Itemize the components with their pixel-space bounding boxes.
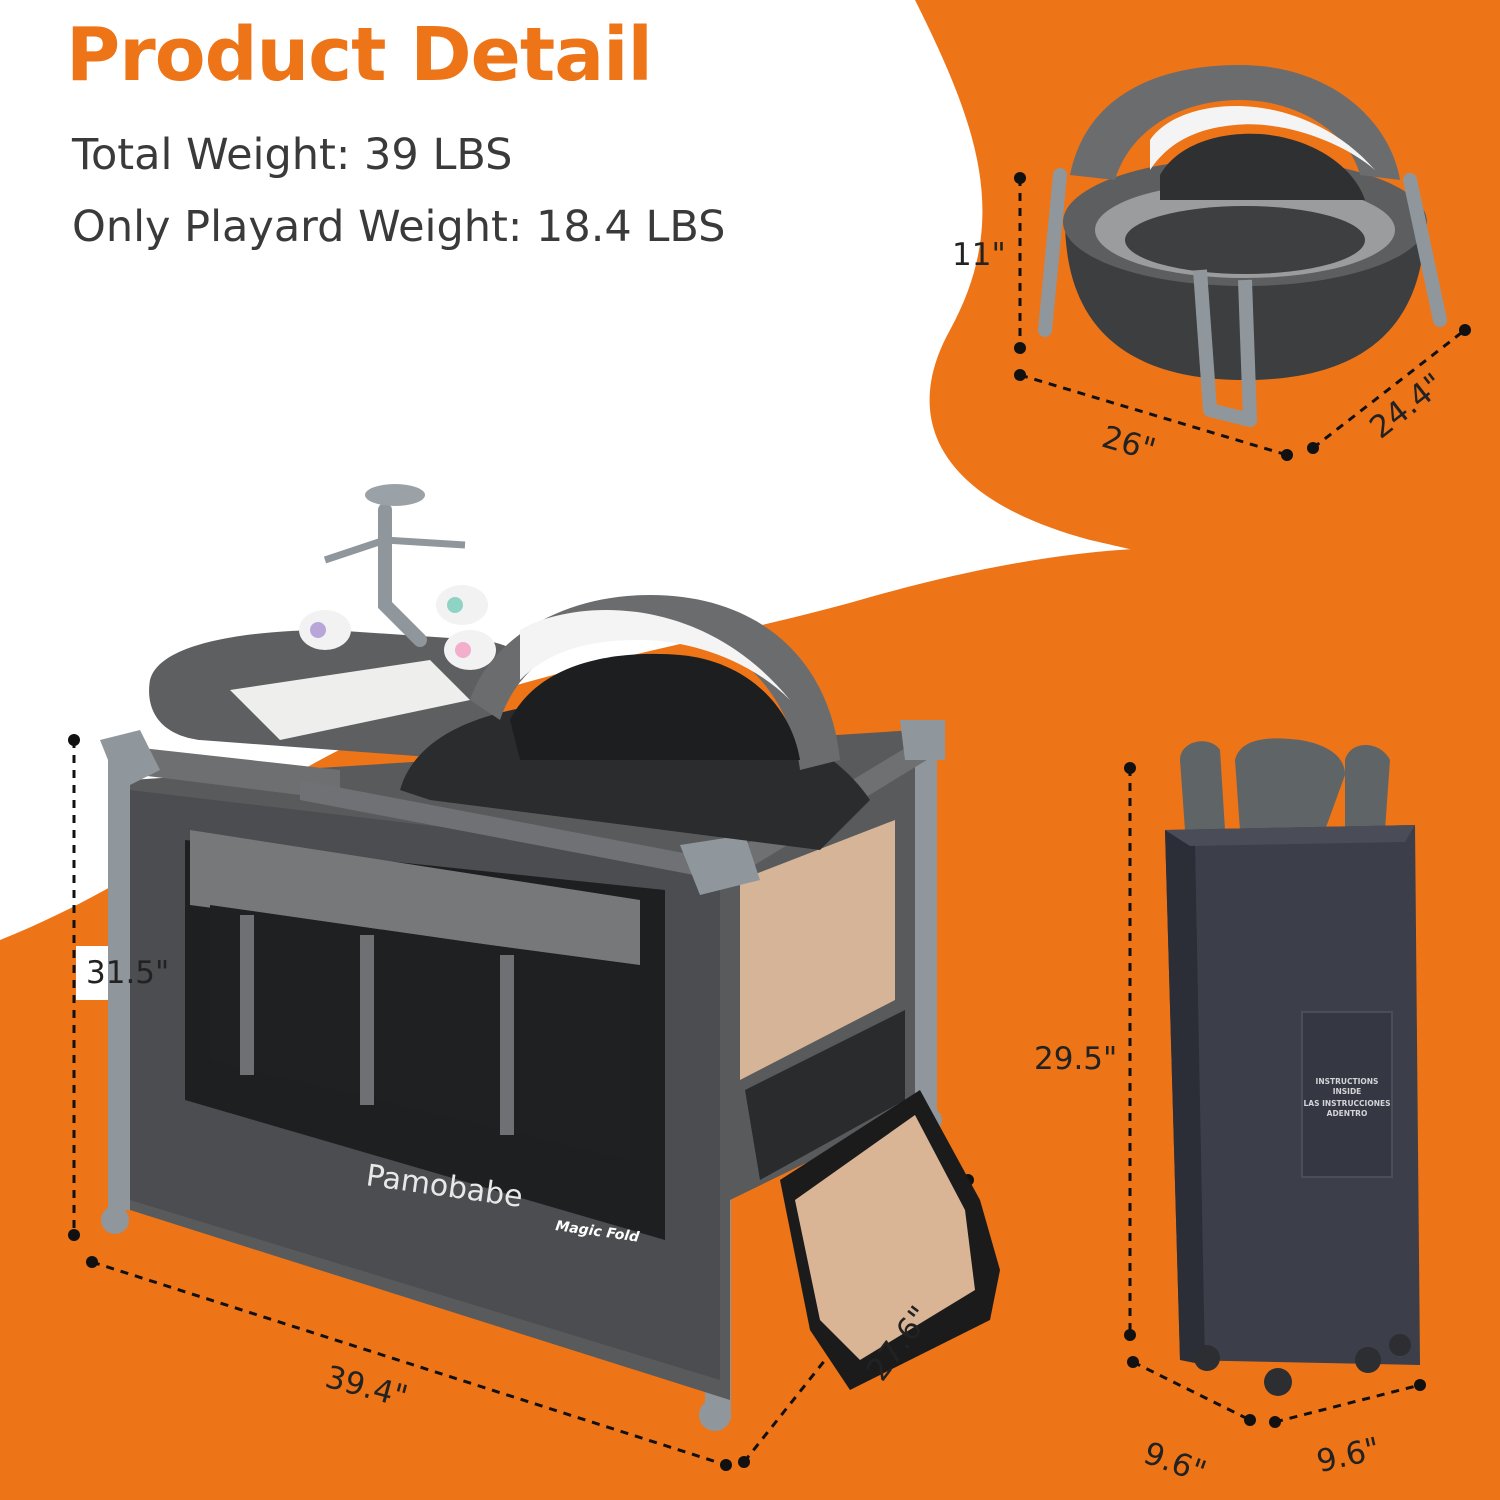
playard-height-label: 31.5" — [86, 955, 170, 991]
page-title: Product Detail — [66, 12, 653, 98]
bassinet-height-label: 11" — [952, 237, 1006, 273]
playard-illustration: Pamobabe Magic Fold — [68, 484, 1000, 1471]
folded-bag-illustration: INSTRUCTIONS INSIDE LAS INSTRUCCIONES AD… — [1124, 738, 1426, 1428]
bassinet-illustration — [1014, 65, 1471, 461]
bag-label-line-3: LAS INSTRUCCIONES — [1303, 1099, 1390, 1108]
total-weight-text: Total Weight: 39 LBS — [72, 130, 513, 180]
bag-label-line-4: ADENTRO — [1327, 1109, 1368, 1118]
playard-weight-text: Only Playard Weight: 18.4 LBS — [72, 202, 726, 252]
folded-height-label: 29.5" — [1034, 1041, 1118, 1077]
bag-label-line-2: INSIDE — [1333, 1087, 1362, 1096]
bag-label-line-1: INSTRUCTIONS — [1316, 1077, 1379, 1086]
